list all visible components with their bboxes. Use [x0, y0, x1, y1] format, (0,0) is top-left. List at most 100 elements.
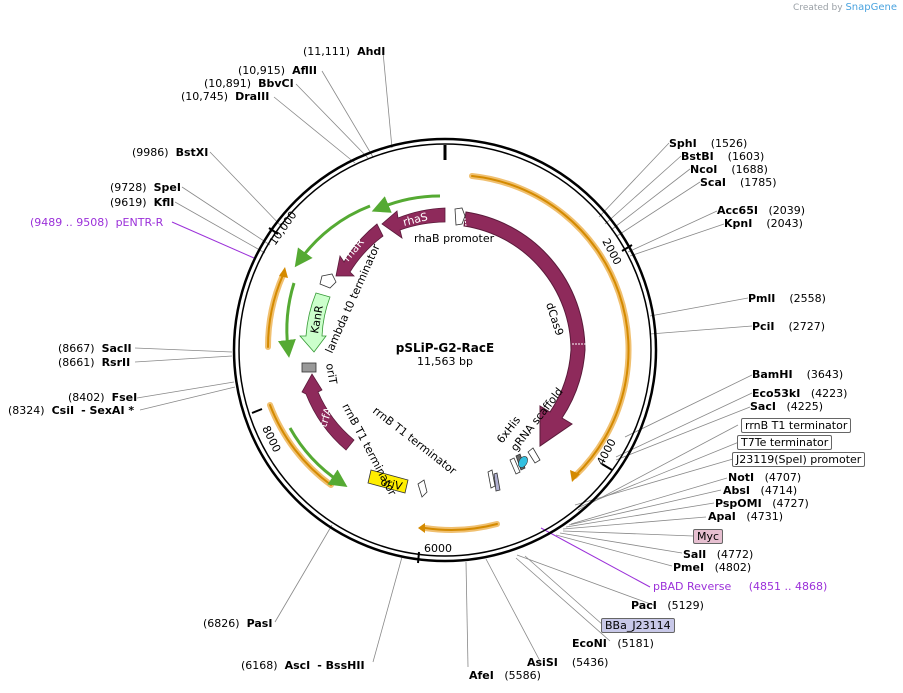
enzyme-name: ApaI [708, 510, 736, 523]
enzyme-label-pasi[interactable]: (6826) PasI [203, 617, 272, 630]
orit-label: oriT [323, 362, 340, 385]
rhas-label: rhaS [402, 210, 429, 229]
enzyme-label-apai[interactable]: ApaI (4731) [708, 510, 783, 523]
primer-leader-lines [171, 221, 651, 588]
enzyme-label-bbvci[interactable]: (10,891) BbvCI [204, 77, 294, 90]
enzyme-label-sali[interactable]: SalI (4772) [683, 548, 753, 561]
lambda-terminator-arrow [319, 273, 337, 289]
enzyme-label-psopmi[interactable]: PspOMI (4727) [715, 497, 809, 510]
enzyme-pos: (5129) [667, 599, 704, 612]
enzyme-name: PasI [246, 617, 273, 630]
feature-box-text: rrnB T1 terminator [745, 419, 848, 432]
kanr-label: KanR [308, 304, 326, 335]
enzyme-label-aflii[interactable]: (10,915) AflII [238, 64, 317, 77]
misc-feature-arcs [277, 194, 441, 487]
enzyme-label-paci[interactable]: PacI (5129) [631, 599, 704, 612]
enzyme-label-pmli[interactable]: PmlI (2558) [748, 292, 826, 305]
enzyme-label-ncoi[interactable]: NcoI (1688) [690, 163, 768, 176]
primer-label-pentr-r[interactable]: (9489 .. 9508) pENTR-R [30, 216, 163, 229]
enzyme-name: KflI [153, 196, 175, 209]
rhab-promoter-arrow [454, 207, 466, 226]
feature-box-text: T7Te terminator [741, 436, 829, 449]
feature-box-t7te[interactable]: T7Te terminator [737, 435, 833, 450]
rhab-promoter-label: rhaB promoter [414, 232, 495, 245]
feature-box-j23119[interactable]: J23119(SpeI) promoter [732, 452, 866, 467]
enzyme-name: PmeI [673, 561, 705, 574]
orit-box [301, 362, 317, 373]
enzyme-label-kpni[interactable]: KpnI (2043) [724, 217, 803, 230]
tick-label-6000: 6000 [424, 542, 452, 555]
enzyme-label-ahdi[interactable]: (11,111) AhdI [303, 45, 385, 58]
feature-box-text: BBa_J23114 [605, 619, 671, 632]
enzyme-label-kfli[interactable]: (9619) KflI [110, 196, 174, 209]
enzyme-label-fsei[interactable]: (8402) FseI [68, 391, 137, 404]
feature-box-bba-j23114[interactable]: BBa_J23114 [601, 618, 675, 633]
enzyme-label-rsrii[interactable]: (8661) RsrII [58, 356, 130, 369]
enzyme-label-absi[interactable]: AbsI (4714) [723, 484, 797, 497]
enzyme-label-acc65i[interactable]: Acc65I (2039) [717, 204, 805, 217]
feature-box-text: J23119(SpeI) promoter [736, 453, 862, 466]
enzyme-name: SacII [101, 342, 132, 355]
primer-label-pbad-reverse[interactable]: pBAD Reverse (4851 .. 4868) [653, 580, 827, 593]
enzyme-pos: (9619) [110, 196, 147, 209]
enzyme-pos: (8661) [58, 356, 95, 369]
enzyme-label-eco53ki[interactable]: Eco53kI (4223) [752, 387, 847, 400]
enzyme-label-bstbi[interactable]: BstBI (1603) [681, 150, 764, 163]
enzyme-pos: (4223) [810, 387, 848, 400]
enzyme-label-afei[interactable]: AfeI (5586) [469, 669, 541, 682]
backbone-inner [238, 143, 652, 557]
enzyme-pos: (5181) [617, 637, 654, 650]
enzyme-pos: (8324) [8, 404, 45, 417]
enzyme-label-draiii[interactable]: (10,745) DraIII [181, 90, 269, 103]
enzyme-name: FseI [111, 391, 138, 404]
enzyme-name: AfeI [469, 669, 494, 682]
enzyme-name: SacI [750, 400, 776, 413]
enzyme-name: CsiI [51, 404, 75, 417]
enzyme-name-extra: - SexAI * [81, 404, 135, 417]
enzyme-label-csii[interactable]: (8324) CsiI - SexAI * [8, 404, 134, 417]
enzyme-label-pmei[interactable]: PmeI (4802) [673, 561, 751, 574]
enzyme-name: PacI [631, 599, 657, 612]
trfa-label: trfA [316, 405, 335, 429]
enzyme-name: RsrII [101, 356, 131, 369]
primer-name: pENTR-R [115, 216, 164, 229]
snapgene-watermark: Created by SnapGene [793, 2, 897, 13]
enzyme-name: BstBI [681, 150, 714, 163]
enzyme-pos: (4714) [760, 484, 798, 497]
enzyme-pos: (5586) [504, 669, 541, 682]
plasmid-length: 11,563 bp [417, 355, 473, 368]
enzyme-label-bamhi[interactable]: BamHI (3643) [752, 368, 843, 381]
enzyme-label-pcii[interactable]: PciI (2727) [752, 320, 825, 333]
enzyme-name-extra: - BssHII [317, 659, 365, 672]
enzyme-pos: (1785) [739, 176, 777, 189]
enzyme-label-saci[interactable]: SacI (4225) [750, 400, 823, 413]
feature-box-rrnb-t1[interactable]: rrnB T1 terminator [741, 418, 852, 433]
enzyme-label-asci[interactable]: (6168) AscI - BssHII [241, 659, 365, 672]
enzyme-name: AscI [284, 659, 311, 672]
enzyme-pos: (4707) [764, 471, 802, 484]
enzyme-pos: (6826) [203, 617, 240, 630]
enzyme-label-econi[interactable]: EcoNI (5181) [572, 637, 654, 650]
primer-range: (4851 .. 4868) [748, 580, 828, 593]
oriv-box [367, 469, 409, 494]
enzyme-label-scai[interactable]: ScaI (1785) [700, 176, 777, 189]
enzyme-label-bstxi[interactable]: (9986) BstXI [132, 146, 208, 159]
enzyme-leader-lines [134, 51, 753, 668]
primer-range: (9489 .. 9508) [30, 216, 109, 229]
feature-box-text: Myc [697, 530, 720, 543]
oriv-label: oriV [379, 475, 404, 493]
backbone-outer [232, 137, 658, 563]
enzyme-pos: (1526) [710, 137, 748, 150]
enzyme-label-spei[interactable]: (9728) SpeI [110, 181, 181, 194]
enzyme-pos: (10,745) [181, 90, 229, 103]
enzyme-label-noti[interactable]: NotI (4707) [728, 471, 801, 484]
enzyme-pos: (3643) [806, 368, 844, 381]
enzyme-name: SpeI [153, 181, 181, 194]
rhar-arrow [335, 223, 384, 277]
feature-box-myc[interactable]: Myc [693, 529, 724, 544]
enzyme-label-sphi[interactable]: SphI (1526) [669, 137, 747, 150]
enzyme-pos: (11,111) [303, 45, 351, 58]
enzyme-pos: (1603) [727, 150, 765, 163]
enzyme-label-sacii[interactable]: (8667) SacII [58, 342, 132, 355]
enzyme-label-asisi[interactable]: AsiSI (5436) [527, 656, 608, 669]
